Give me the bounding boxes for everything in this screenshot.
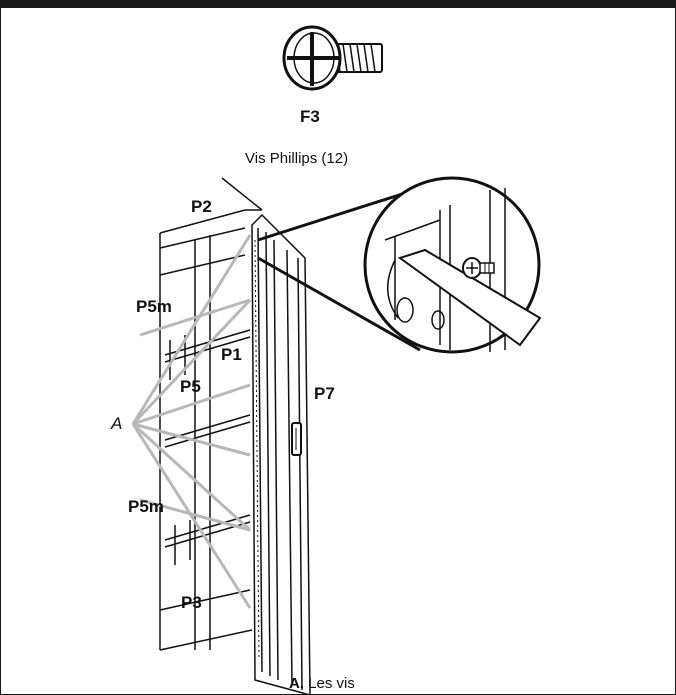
detail-magnifier bbox=[257, 176, 542, 354]
callout-letter: A bbox=[111, 414, 123, 433]
part-label-p2: P2 bbox=[191, 197, 212, 216]
legend-text: Les vis bbox=[308, 675, 355, 692]
part-label-p1: P1 bbox=[221, 345, 242, 364]
phillips-screw-icon bbox=[282, 25, 383, 91]
callout-lines bbox=[131, 234, 252, 609]
part-label-p7: P7 bbox=[314, 384, 335, 403]
top-band bbox=[0, 0, 676, 8]
part-label-p5: P5 bbox=[180, 377, 201, 396]
part-label-p5m-bottom: P5m bbox=[128, 497, 164, 516]
part-label-p3: P3 bbox=[181, 593, 202, 612]
legend-letter: A. bbox=[289, 675, 304, 692]
hardware-code: F3 bbox=[300, 107, 320, 126]
door-panel bbox=[251, 213, 311, 695]
hardware-name: Vis Phillips (12) bbox=[245, 150, 349, 167]
legend: A. Les vis bbox=[289, 676, 355, 691]
cabinet-body bbox=[159, 177, 263, 651]
part-label-p5m-top: P5m bbox=[136, 297, 172, 316]
